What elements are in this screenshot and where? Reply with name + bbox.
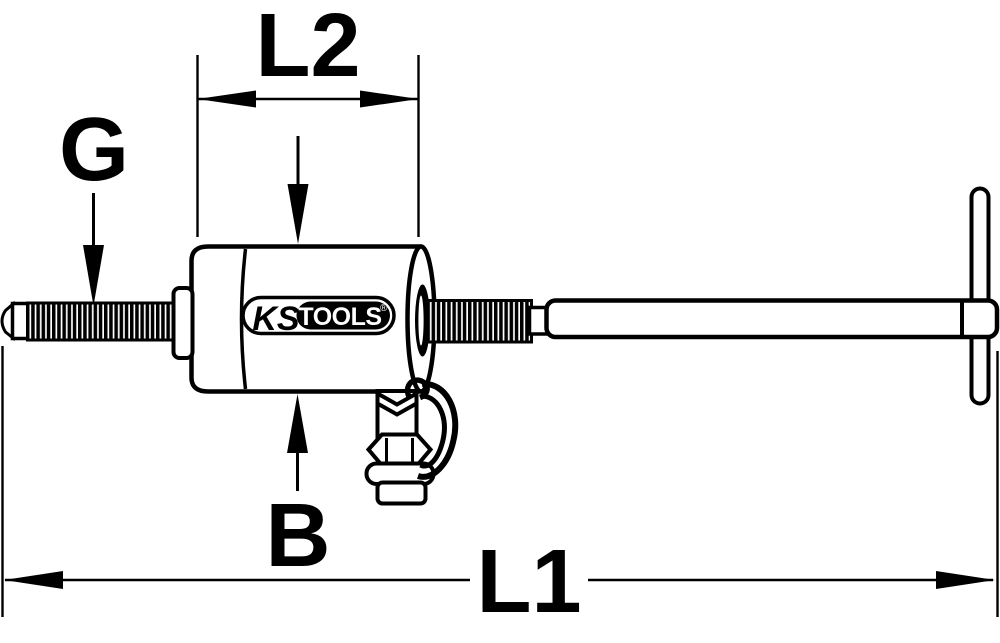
label-g: G: [59, 100, 129, 200]
cylinder-cap-line: [239, 248, 248, 390]
l2-pointer-arrowhead: [287, 184, 309, 244]
coupling-hex-facets: [385, 438, 414, 465]
spindle-tip: [0, 300, 15, 342]
ks-tools-logo: KS TOOLS ®: [241, 295, 396, 338]
l1-arrowhead-right: [936, 571, 995, 589]
coupling-bottom: [375, 480, 428, 506]
threaded-spindle-left: [26, 301, 178, 342]
dust-cap-ring-inner: [419, 393, 447, 469]
puller-tool: KS TOOLS ®: [0, 186, 1000, 506]
coupling-groove-2: [376, 401, 418, 417]
slide-rod: [544, 298, 1000, 340]
g-pointer-arrowhead: [83, 245, 104, 306]
logo-black-pill: [296, 301, 390, 330]
l1-arrowhead-left: [4, 571, 63, 589]
hydraulic-coupling: [364, 377, 459, 506]
dust-cap-ring-outer: [417, 380, 459, 480]
l2-arrowhead-left: [197, 90, 256, 108]
label-l2: L2: [255, 0, 360, 96]
logo-tools-text: TOOLS: [298, 303, 381, 331]
b-pointer-arrowhead: [287, 394, 308, 453]
threaded-spindle-right: [425, 299, 533, 344]
coupling-hex-nut: [365, 432, 434, 468]
label-l1: L1: [476, 532, 581, 632]
dimension-l1: [1, 346, 999, 617]
dust-cap-wire-loop: [404, 377, 430, 401]
logo-registered-mark: ®: [380, 303, 388, 314]
cylinder-bore-hole-inner: [418, 295, 424, 346]
logo-ks-text: KS: [252, 300, 300, 338]
l2-arrowhead-right: [360, 90, 419, 108]
t-handle-bar: [969, 186, 991, 406]
coupling-groove-1: [376, 391, 418, 407]
label-b: B: [266, 486, 331, 586]
spindle-collar: [171, 286, 195, 360]
